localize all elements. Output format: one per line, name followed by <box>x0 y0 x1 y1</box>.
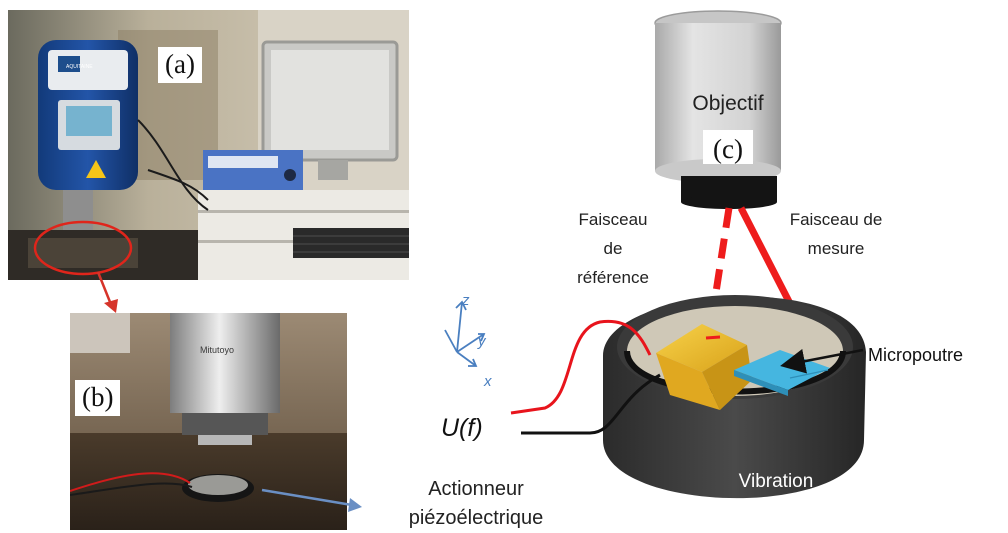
micropoutre-label: Micropoutre <box>868 345 963 365</box>
piezo-base <box>603 295 866 499</box>
red-wire <box>510 319 652 415</box>
photo-a-logo-text: AQUITAINE <box>66 64 93 70</box>
xyz-axes-icon <box>444 300 486 367</box>
panel-label-b: (b) <box>75 380 121 416</box>
micropoutre-arrow <box>780 348 864 374</box>
connector-b-to-actuator-arrowhead <box>348 498 362 512</box>
panel-label-a: (a) <box>158 47 202 83</box>
reference-beam-label-line1: Faisceau <box>579 210 648 229</box>
cantilever-support <box>656 324 752 410</box>
vibration-label: Vibration <box>739 471 814 492</box>
actuator-label-line2: piézoélectrique <box>409 507 544 529</box>
panel-label-c: (c) <box>713 134 743 164</box>
objective-label: Objectif <box>692 92 763 115</box>
axis-label-y: y <box>477 333 487 350</box>
black-wire <box>521 373 661 435</box>
axis-label-z: z <box>461 292 470 309</box>
voltage-label: U(f) <box>441 414 483 442</box>
reference-beam-label-line3: référence <box>577 268 649 287</box>
connector-a-to-b <box>96 271 114 308</box>
photo-b-closeup: Mitutoyo <box>70 313 347 530</box>
measure-beam-label-line2: mesure <box>808 239 865 258</box>
photo-b-objective-brand: Mitutoyo <box>200 345 234 355</box>
axis-label-x: x <box>483 373 492 390</box>
connector-a-to-b-arrowhead <box>104 299 118 313</box>
panel-label-c-box <box>703 130 753 164</box>
reference-beam <box>708 207 733 319</box>
reference-beam-label-line2: de <box>604 239 623 258</box>
connector-b-to-actuator <box>261 488 353 507</box>
measure-beam-label-line1: Faisceau de <box>790 210 883 229</box>
actuator-label-line1: Actionneur <box>428 478 524 500</box>
